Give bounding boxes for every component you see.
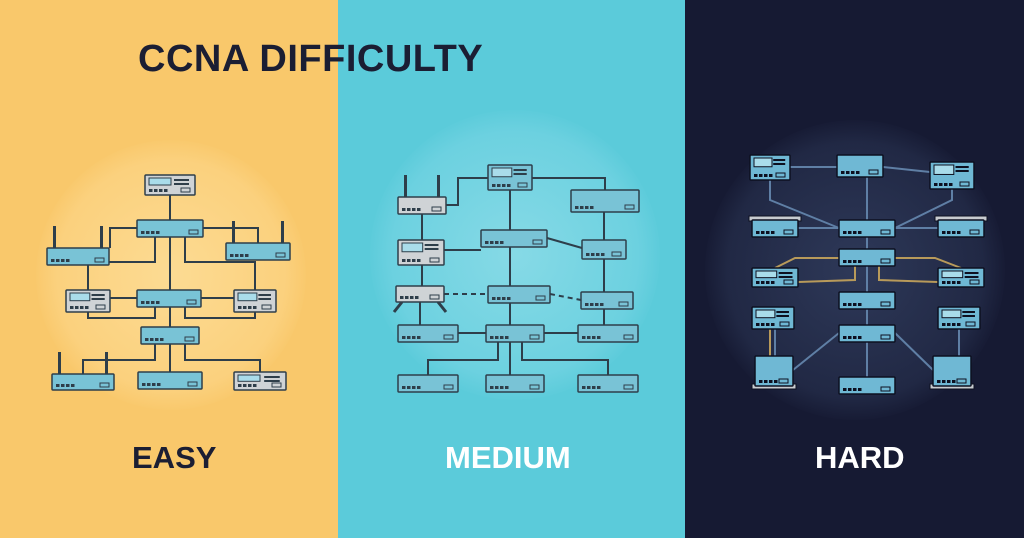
device-core-switch-icon xyxy=(480,229,548,248)
network-diagram-medium xyxy=(392,164,640,393)
network-link xyxy=(894,332,934,371)
difficulty-label-medium: MEDIUM xyxy=(445,440,571,475)
network-link xyxy=(109,227,137,248)
network-link xyxy=(894,189,953,229)
device-right-server-icon xyxy=(929,355,975,390)
device-mid-switch-icon xyxy=(487,285,551,304)
device-bottom-mid-switch-icon xyxy=(137,371,203,390)
network-link xyxy=(87,237,156,290)
network-link xyxy=(87,307,156,319)
network-link xyxy=(82,344,156,374)
network-link xyxy=(184,344,261,372)
accent-link xyxy=(878,266,939,283)
network-link xyxy=(427,342,499,375)
device-dist-switch-icon xyxy=(838,248,896,267)
page-title: CCNA DIFFICULTY xyxy=(138,38,484,80)
device-top-switch-icon xyxy=(144,174,196,196)
device-left-router-icon xyxy=(46,226,110,266)
device-gray-console-icon xyxy=(397,239,445,266)
network-link xyxy=(882,166,931,173)
device-left-server-icon xyxy=(751,355,797,390)
device-core-switch-icon xyxy=(838,219,896,238)
device-right-rack-icon xyxy=(934,215,988,238)
device-ap-router-icon xyxy=(397,175,447,215)
network-diagram-easy xyxy=(46,174,291,391)
device-lower-switch-icon xyxy=(140,326,200,345)
panel-easy xyxy=(0,0,338,538)
difficulty-label-easy: EASY xyxy=(132,440,217,475)
device-right-module-icon xyxy=(937,267,985,288)
device-right-console-icon xyxy=(233,289,277,313)
device-core-switch-icon xyxy=(136,219,204,238)
network-link xyxy=(446,177,488,206)
device-cloud-panel-icon xyxy=(570,189,640,213)
device-top-mid-switch-icon xyxy=(836,154,884,178)
difficulty-label-hard: HARD xyxy=(815,440,905,475)
panel-hard xyxy=(685,0,1024,538)
device-lower-switch-icon xyxy=(838,324,896,343)
device-bottom-right-console-icon xyxy=(233,371,287,391)
network-link xyxy=(769,180,840,229)
device-row5-right-icon xyxy=(577,374,639,393)
device-row5-mid-icon xyxy=(485,374,545,393)
device-top-right-monitor-icon xyxy=(929,161,975,190)
accent-link xyxy=(895,257,962,269)
network-link xyxy=(546,237,583,249)
device-mid-switch-icon xyxy=(136,289,202,308)
device-bottom-switch-icon xyxy=(838,376,896,395)
device-right-monitor-icon xyxy=(937,306,981,330)
device-bottom-left-router-icon xyxy=(51,352,115,391)
network-link xyxy=(184,237,256,290)
device-row4-left-icon xyxy=(397,324,459,343)
network-diagram-hard xyxy=(748,154,988,395)
device-left-monitor-icon xyxy=(751,306,795,330)
device-right-router-icon xyxy=(225,221,291,261)
device-gray-bridge-icon xyxy=(392,285,448,313)
device-left-module-icon xyxy=(751,267,799,288)
panel-medium xyxy=(338,0,685,538)
device-mid-switch-icon xyxy=(838,291,896,310)
accent-link xyxy=(797,266,856,283)
device-row4-mid-icon xyxy=(485,324,545,343)
dashed-link xyxy=(549,293,582,301)
device-top-left-console-icon xyxy=(749,154,791,181)
device-row4-right-icon xyxy=(577,324,639,343)
network-link xyxy=(184,307,256,319)
device-left-rack-icon xyxy=(748,215,802,238)
device-right-module-icon xyxy=(581,239,627,260)
device-left-console-icon xyxy=(65,289,111,313)
accent-link xyxy=(774,257,839,269)
network-link xyxy=(521,342,609,375)
network-link xyxy=(203,227,259,243)
network-link xyxy=(532,177,606,190)
device-right-switch-icon xyxy=(580,291,634,310)
network-link xyxy=(792,332,840,371)
device-row5-left-icon xyxy=(397,374,459,393)
device-top-monitor-icon xyxy=(487,164,533,191)
